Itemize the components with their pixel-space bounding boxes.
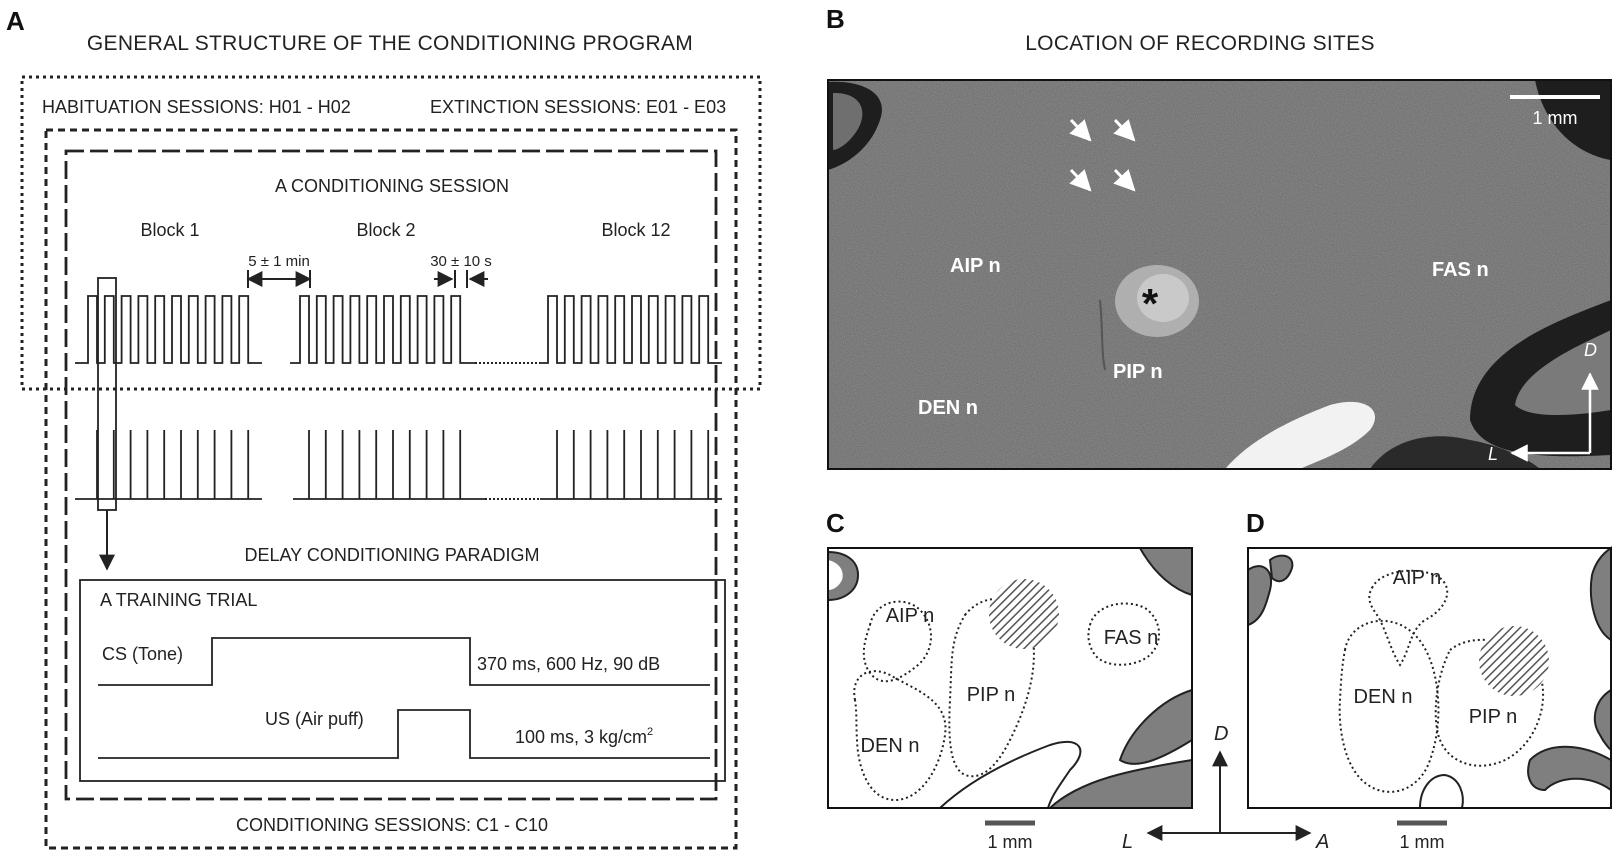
block-12-label: Block 12: [601, 220, 670, 240]
axis-label-a: A: [1315, 831, 1329, 850]
us-pulse-train-block-1: [75, 430, 262, 500]
us-trial-wave: [98, 709, 710, 759]
map-d-gray-left-2: [1268, 554, 1294, 583]
map-c: AIP n FAS n PIP n DEN n: [827, 547, 1193, 809]
conditioning-sessions-label: CONDITIONING SESSIONS: C1 - C10: [236, 815, 548, 835]
map-c-gray-top-left-inner: [828, 560, 843, 590]
map-d-aip-outline: [1368, 569, 1449, 667]
cs-label: CS (Tone): [102, 644, 183, 664]
inter-block-interval-label: 5 ± 1 min: [248, 253, 310, 270]
map-d-label-aip: AIP n: [1393, 567, 1442, 589]
axis-label-d: D: [1214, 723, 1228, 745]
map-d-white-outline: [1419, 773, 1464, 809]
panel-letter-d: D: [1246, 508, 1265, 538]
us-label: US (Air puff): [265, 709, 364, 729]
axis-label-l: L: [1122, 831, 1133, 850]
paradigm-title: DELAY CONDITIONING PARADIGM: [244, 545, 539, 565]
tissue-top-left: [833, 92, 863, 150]
cs-pulse-train-block-12: [540, 295, 722, 364]
photo-frame: [827, 79, 1612, 470]
photo-scale-label: 1 mm: [1533, 108, 1578, 128]
map-c-recording-site: [989, 579, 1059, 649]
lesion-core: [1137, 274, 1189, 322]
map-c-label-aip: AIP n: [886, 605, 935, 627]
map-c-gray-right: [1118, 688, 1193, 765]
cs-pulse-train-block-1: [75, 295, 262, 364]
us-pulse-train-block-12: [540, 430, 722, 500]
lesion-asterisk: *: [1142, 280, 1159, 327]
panel-c: C AIP n FAS n PIP n DEN n 1 mm: [826, 508, 1193, 850]
histology-photo: * 1 mm AIP n FAS n PIP n DEN n D L: [828, 80, 1611, 469]
inter-trial-interval-label: 30 ± 10 s: [430, 253, 492, 270]
map-d-gray-left: [1247, 565, 1273, 627]
map-c-scale-label: 1 mm: [988, 832, 1033, 850]
electrode-track: [1099, 299, 1106, 371]
dark-region-top-right: [1535, 80, 1611, 160]
photo-axis-d: D: [1584, 340, 1597, 360]
panel-b: B LOCATION OF RECORDING SITES *: [826, 4, 1612, 470]
conditioning-sessions-box: [44, 128, 738, 850]
photo-label-aip: AIP n: [950, 255, 1001, 277]
cs-params: 370 ms, 600 Hz, 90 dB: [477, 654, 660, 674]
map-d-recording-site: [1479, 626, 1549, 696]
photo-label-pip: PIP n: [1113, 361, 1163, 383]
block-2-label: Block 2: [356, 220, 415, 240]
map-d-frame: [1247, 547, 1612, 809]
map-d-pip-outline: [1434, 638, 1545, 767]
map-d-scale-label: 1 mm: [1400, 832, 1445, 850]
map-c-label-den: DEN n: [861, 735, 920, 757]
dark-region-bottom: [1370, 436, 1540, 469]
us-params: 100 ms, 3 kg/cm2: [515, 726, 653, 747]
photo-axis-l: L: [1488, 444, 1498, 464]
map-c-label-pip: PIP n: [967, 684, 1016, 706]
map-d-den-outline: [1338, 619, 1440, 793]
white-arrow-3: [1069, 168, 1092, 192]
white-arrow-1: [1069, 118, 1092, 142]
us-pulse-train-block-2: [293, 430, 485, 500]
map-d-label-den: DEN n: [1354, 686, 1413, 708]
panel-b-title: LOCATION OF RECORDING SITES: [1025, 32, 1375, 55]
map-c-white-outline: [939, 740, 1082, 809]
extinction-label: EXTINCTION SESSIONS: E01 - E03: [430, 97, 726, 117]
map-d-gray-bottom-right: [1527, 745, 1612, 792]
training-trial-box: [79, 579, 726, 782]
panel-a: A GENERAL STRUCTURE OF THE CONDITIONING …: [6, 6, 762, 850]
conditioning-session-box: [64, 149, 718, 801]
cs-trial-wave: [98, 637, 710, 686]
habituation-label: HABITUATION SESSIONS: H01 - H02: [42, 97, 351, 117]
tissue-bottom-right: [1515, 330, 1611, 415]
panel-a-title: GENERAL STRUCTURE OF THE CONDITIONING PR…: [87, 32, 693, 55]
orientation-axes: D L A: [1122, 723, 1329, 850]
map-c-label-fas: FAS n: [1104, 627, 1158, 649]
map-d-gray-right: [1589, 546, 1612, 642]
map-c-aip-outline: [862, 600, 932, 683]
map-d: AIP n DEN n PIP n: [1247, 546, 1612, 809]
map-c-den-outline: [853, 670, 947, 802]
cs-pulse-train-block-2: [290, 295, 475, 364]
panel-letter-c: C: [826, 508, 845, 538]
training-trial-title: A TRAINING TRIAL: [100, 590, 257, 610]
panel-letter-b: B: [826, 4, 845, 34]
panel-letter-a: A: [6, 6, 25, 36]
white-region-bottom: [1225, 401, 1376, 469]
photo-label-fas: FAS n: [1432, 259, 1489, 281]
session-title: A CONDITIONING SESSION: [275, 176, 509, 196]
block-1-label: Block 1: [140, 220, 199, 240]
photo-label-den: DEN n: [918, 397, 978, 419]
map-d-label-pip: PIP n: [1469, 706, 1518, 728]
panel-d: D AIP n DEN n PIP n 1 mm: [1246, 508, 1612, 850]
white-arrow-4: [1113, 168, 1136, 192]
white-arrow-2: [1113, 118, 1136, 142]
map-c-frame: [827, 547, 1193, 809]
